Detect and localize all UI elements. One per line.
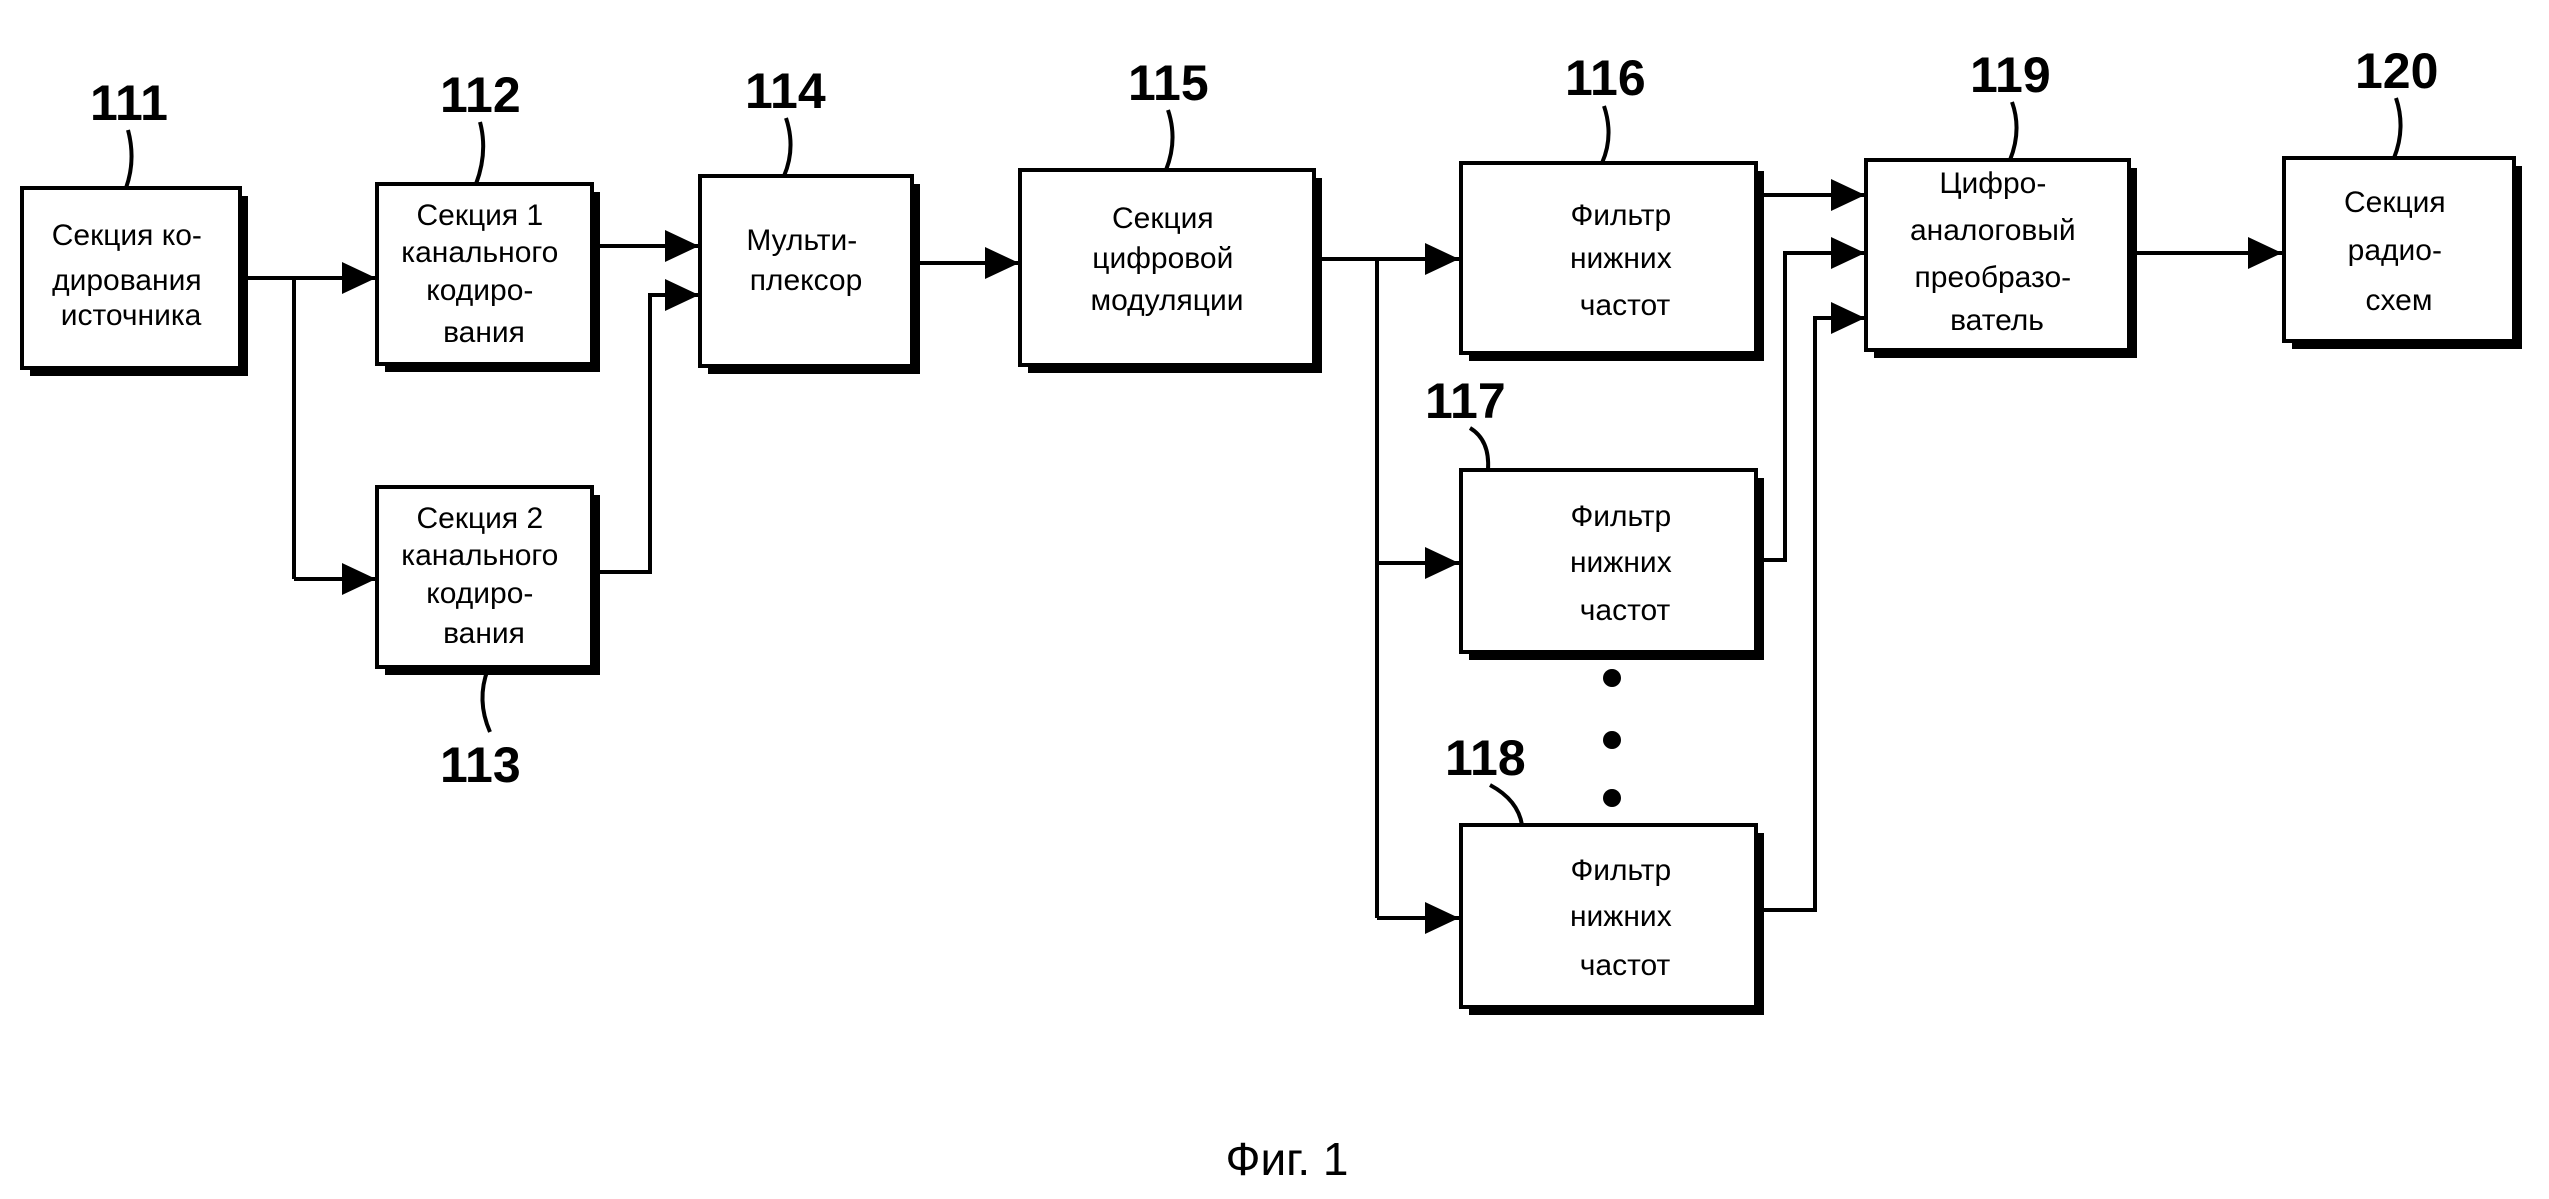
block-118-label: Фильтр нижних частот xyxy=(1570,854,1680,982)
ref-116: 116 xyxy=(1565,50,1646,106)
ref-119: 119 xyxy=(1970,47,2051,103)
ellipsis-dots xyxy=(1603,669,1621,807)
leader-118 xyxy=(1490,785,1522,825)
leader-114 xyxy=(784,118,791,176)
arrowhead-116 xyxy=(1425,243,1459,275)
block-115: Секция цифровой модуляции xyxy=(1020,170,1322,373)
block-120: Секция радио- схем xyxy=(2284,158,2522,349)
ref-112: 112 xyxy=(440,67,521,123)
arrowhead-119-a xyxy=(1831,179,1865,211)
block-115-label: Секция цифровой модуляции xyxy=(1091,202,1244,317)
ref-111: 111 xyxy=(90,75,168,131)
ellipsis-dot xyxy=(1603,731,1621,749)
wire-117-to-119 xyxy=(1756,253,1865,560)
block-114: Мульти- плексор xyxy=(700,176,920,374)
leader-112 xyxy=(476,122,483,184)
ref-120: 120 xyxy=(2355,43,2438,99)
ref-115: 115 xyxy=(1128,55,1209,111)
ref-113: 113 xyxy=(440,737,521,793)
block-117: Фильтр нижних частот xyxy=(1461,470,1764,660)
arrowhead-120 xyxy=(2248,237,2282,269)
wire-111-split xyxy=(248,278,294,579)
leader-115 xyxy=(1166,110,1173,170)
arrowhead-113 xyxy=(342,563,376,595)
leader-120 xyxy=(2394,98,2401,158)
ellipsis-dot xyxy=(1603,669,1621,687)
leader-117 xyxy=(1470,428,1488,470)
ref-117: 117 xyxy=(1425,373,1506,429)
block-113: Секция 2 канального кодиро- вания xyxy=(377,487,600,675)
block-116-label: Фильтр нижних частот xyxy=(1570,199,1680,322)
block-111-label: Секция ко- дирования источника xyxy=(52,219,210,332)
wire-113-to-114 xyxy=(600,295,699,572)
wire-118-to-119 xyxy=(1756,318,1865,910)
leader-116 xyxy=(1602,106,1609,163)
arrowhead-117 xyxy=(1425,547,1459,579)
block-112: Секция 1 канального кодиро- вания xyxy=(377,184,600,372)
arrowhead-112 xyxy=(342,262,376,294)
arrowhead-114-bottom xyxy=(665,279,699,311)
leader-113 xyxy=(482,669,490,732)
arrowhead-119-c xyxy=(1831,302,1865,334)
ellipsis-dot xyxy=(1603,789,1621,807)
leader-119 xyxy=(2010,102,2017,160)
arrowhead-115 xyxy=(985,247,1019,279)
ref-118: 118 xyxy=(1445,730,1526,786)
block-119: Цифро- аналоговый преобразо- ватель xyxy=(1866,160,2137,358)
block-118: Фильтр нижних частот xyxy=(1461,825,1764,1015)
wire-115-bus xyxy=(1314,259,1377,918)
arrowhead-119-b xyxy=(1831,237,1865,269)
arrowhead-118 xyxy=(1425,902,1459,934)
leader-111 xyxy=(126,130,132,188)
figure-caption: Фиг. 1 xyxy=(1226,1133,1349,1185)
arrowhead-114-top xyxy=(665,230,699,262)
block-117-label: Фильтр нижних частот xyxy=(1570,500,1680,627)
block-116: Фильтр нижних частот xyxy=(1461,163,1764,361)
block-111: Секция ко- дирования источника xyxy=(22,188,248,376)
ref-114: 114 xyxy=(745,63,826,119)
